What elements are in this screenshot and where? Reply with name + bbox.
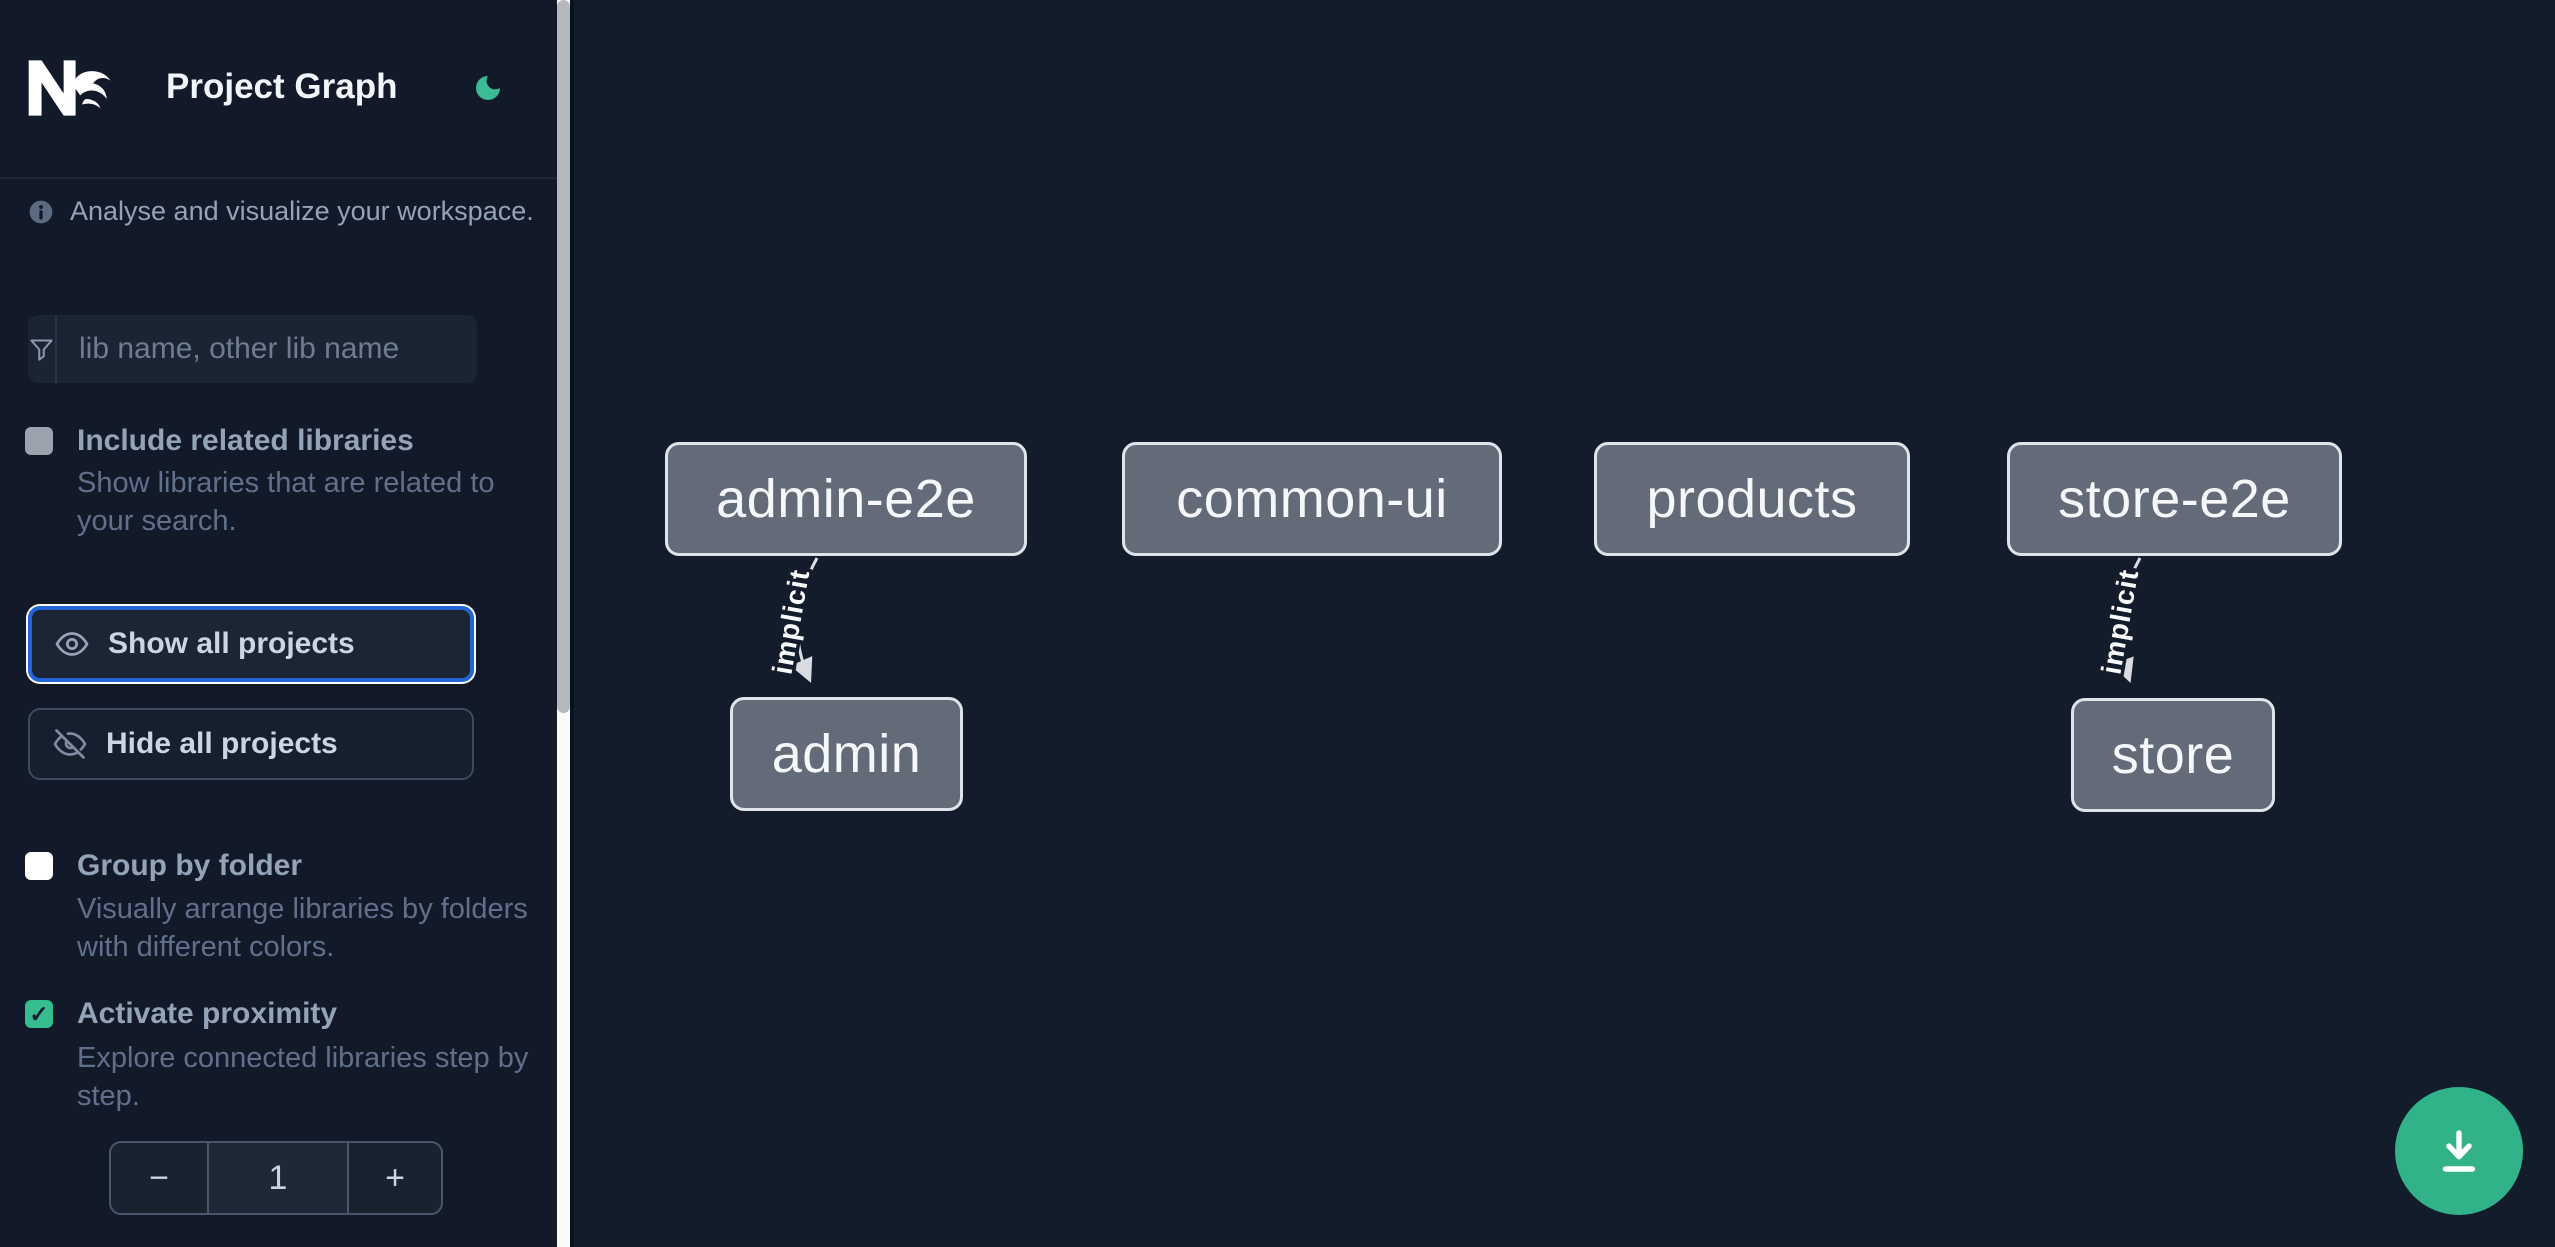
activate-proximity-description: Explore connected libraries step by step… (77, 1042, 529, 1112)
edge-store-e2e-store (2111, 557, 2142, 684)
search-input[interactable] (57, 315, 487, 383)
graph-node-common-ui[interactable]: common-ui (1122, 442, 1502, 556)
show-all-projects-button[interactable]: Show all projects (28, 606, 474, 682)
hide-all-projects-label: Hide all projects (106, 727, 338, 760)
sidebar-scrollbar-track[interactable] (557, 0, 570, 1247)
search-box (28, 315, 487, 383)
include-related-label: Include related libraries (77, 424, 414, 457)
checkmark-icon: ✓ (29, 1000, 49, 1027)
sidebar: Project Graph Analyse and visualize your… (0, 0, 557, 1247)
group-by-folder-checkbox[interactable] (25, 852, 53, 880)
graph-edges: implicit implicit (763, 557, 2148, 684)
funnel-icon (28, 315, 57, 383)
graph-node-products[interactable]: products (1594, 442, 1910, 556)
proximity-increment-button[interactable]: + (385, 1158, 405, 1197)
page-title: Project Graph (166, 67, 398, 106)
download-graph-button[interactable] (2395, 1087, 2523, 1215)
info-icon (29, 200, 53, 223)
panel-divider (570, 0, 574, 1247)
eye-off-icon (53, 729, 87, 759)
moon-icon[interactable] (472, 72, 504, 104)
group-by-folder-label: Group by folder (77, 849, 302, 882)
graph-node-store-e2e[interactable]: store-e2e (2007, 442, 2342, 556)
proximity-value-input[interactable]: 1 (209, 1143, 349, 1213)
graph-canvas[interactable]: implicit implicit admin-e2e common-ui pr… (574, 0, 2555, 1247)
include-related-checkbox[interactable] (25, 427, 53, 455)
proximity-decrement-button[interactable]: − (111, 1143, 209, 1213)
eye-icon (55, 632, 89, 656)
edge-label-implicit: implicit (2095, 567, 2144, 677)
header-divider (0, 177, 557, 179)
edge-admin-e2e-admin (790, 557, 819, 683)
tagline-row: Analyse and visualize your workspace. (28, 196, 534, 227)
proximity-stepper: − 1 + (109, 1141, 443, 1215)
group-by-folder-description: Visually arrange libraries by folders wi… (77, 893, 528, 963)
graph-node-admin-e2e[interactable]: admin-e2e (665, 442, 1027, 556)
include-related-description: Show libraries that are related to your … (77, 467, 495, 537)
tagline-text: Analyse and visualize your workspace. (70, 196, 534, 226)
graph-node-store[interactable]: store (2071, 698, 2275, 812)
sidebar-scrollbar-thumb[interactable] (557, 0, 570, 713)
graph-node-admin[interactable]: admin (730, 697, 963, 811)
hide-all-projects-button[interactable]: Hide all projects (28, 708, 474, 780)
nx-logo (28, 60, 111, 116)
show-all-projects-label: Show all projects (108, 627, 355, 660)
download-icon (2442, 1130, 2476, 1172)
activate-proximity-label: Activate proximity (77, 997, 338, 1030)
activate-proximity-checkbox[interactable]: ✓ (25, 1000, 53, 1028)
edge-label-implicit: implicit (766, 567, 815, 677)
